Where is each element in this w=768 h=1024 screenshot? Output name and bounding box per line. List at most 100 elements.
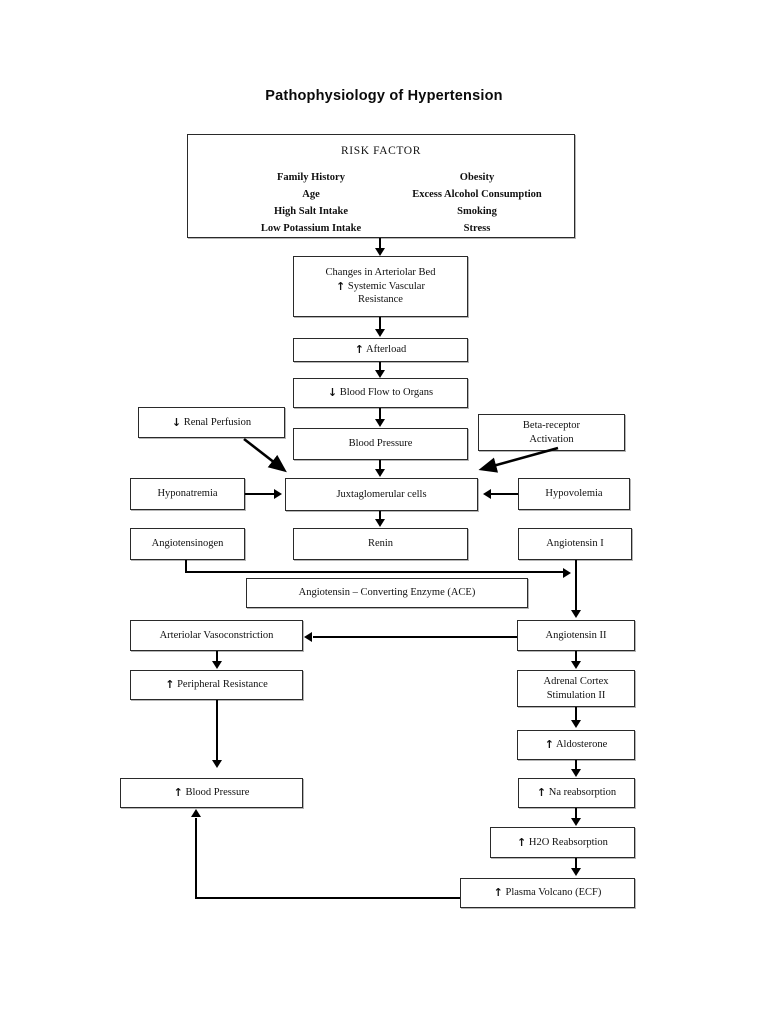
arrowhead-arteriolar-to-afterload xyxy=(375,329,385,337)
risk-factor-right-column: Obesity Excess Alcohol Consumption Smoki… xyxy=(390,169,564,237)
node-angiotensin-ii: Angiotensin II xyxy=(517,620,635,651)
arrowhead-angiotensin-i-to-ii xyxy=(571,610,581,618)
arrowhead-adrenal-to-aldosterone xyxy=(571,720,581,728)
risk-item: Age xyxy=(302,189,320,201)
node-blood-pressure-bottom: ↑ Blood Pressure xyxy=(120,778,303,808)
node-hyponatremia: Hyponatremia xyxy=(130,478,245,510)
connector-angiotensinogen-drop xyxy=(185,560,187,573)
node-aldosterone: ↑ Aldosterone xyxy=(517,730,635,760)
arrowhead-hypovolemia xyxy=(483,489,491,499)
node-blood-pressure-mid: Blood Pressure xyxy=(293,428,468,460)
risk-factor-left-column: Family History Age High Salt Intake Low … xyxy=(232,169,390,237)
connector-beta-to-juxtaglomerular xyxy=(478,446,559,473)
connector-adrenal-to-aldosterone xyxy=(575,707,577,721)
adrenal-cortex-line2: Stimulation II xyxy=(546,689,606,701)
node-h2o-reabsorption: ↑ H2O Reabsorption xyxy=(490,827,635,858)
ace-label: Angiotensin – Converting Enzyme (ACE) xyxy=(298,587,476,599)
up-arrow-icon: ↑ xyxy=(536,786,547,800)
connector-arteriolar-to-afterload xyxy=(379,317,381,330)
risk-item: Excess Alcohol Consumption xyxy=(412,189,542,201)
connector-hypovolemia-to-juxtaglomerular xyxy=(490,493,518,495)
connector-peripheral-to-bp xyxy=(216,700,218,762)
arteriolar-vasoconstriction-label: Arteriolar Vasoconstriction xyxy=(159,629,274,641)
connector-hyponatremia-to-juxtaglomerular xyxy=(245,493,275,495)
angiotensin-i-label: Angiotensin I xyxy=(546,538,604,550)
node-ace: Angiotensin – Converting Enzyme (ACE) xyxy=(246,578,528,608)
up-arrow-icon: ↑ xyxy=(493,886,503,900)
beta-receptor-line1: Beta-receptor xyxy=(522,420,581,432)
up-arrow-icon: ↑ xyxy=(173,786,183,800)
arteriolar-bed-line2: Systemic Vascular xyxy=(347,280,425,292)
beta-receptor-line2: Activation xyxy=(529,433,574,445)
juxtaglomerular-label: Juxtaglomerular cells xyxy=(336,488,427,500)
arrowhead-feedback-to-bp xyxy=(191,809,201,817)
arrowhead-risk-to-arteriolar xyxy=(375,248,385,256)
risk-factor-heading: RISK FACTOR xyxy=(341,145,421,157)
risk-item: Smoking xyxy=(457,206,497,218)
risk-item: Stress xyxy=(463,223,491,235)
peripheral-resistance-label: Peripheral Resistance xyxy=(177,679,268,691)
h2o-reabsorption-label: H2O Reabsorption xyxy=(528,836,608,848)
connector-angiotensinogen-horizontal xyxy=(185,571,566,573)
node-renal-perfusion: ↓ Renal Perfusion xyxy=(138,407,285,438)
up-arrow-icon: ↑ xyxy=(517,835,527,849)
connector-renal-to-juxtaglomerular xyxy=(243,437,287,473)
arrowhead-hyponatremia xyxy=(274,489,282,499)
arrowhead-na-to-h2o xyxy=(571,818,581,826)
risk-item: High Salt Intake xyxy=(273,206,349,218)
arteriolar-bed-line3: Resistance xyxy=(358,294,403,306)
node-plasma-volcano-ecf: ↑ Plasma Volcano (ECF) xyxy=(460,878,635,908)
node-adrenal-cortex-stimulation: Adrenal Cortex Stimulation II xyxy=(517,670,635,707)
up-arrow-icon: ↑ xyxy=(336,279,346,293)
arrowhead-angiotensinogen-horizontal xyxy=(563,568,571,578)
arrowhead-h2o-to-plasma xyxy=(571,868,581,876)
arrowhead-angiotensinii-to-vasoconstriction xyxy=(304,632,312,642)
node-peripheral-resistance: ↑ Peripheral Resistance xyxy=(130,670,303,700)
plasma-volcano-label: Plasma Volcano (ECF) xyxy=(505,887,602,899)
down-arrow-icon: ↓ xyxy=(327,386,338,400)
blood-pressure-bottom-label: Blood Pressure xyxy=(185,787,250,799)
connector-angiotensinii-to-adrenal xyxy=(575,651,577,663)
aldosterone-label: Aldosterone xyxy=(555,739,608,751)
angiotensin-ii-label: Angiotensin II xyxy=(545,629,607,641)
connector-feedback-vertical xyxy=(195,818,197,898)
renin-label: Renin xyxy=(367,538,394,550)
arrowhead-bloodflow-to-bp xyxy=(375,419,385,427)
connector-angiotensinii-to-vasoconstriction xyxy=(313,636,517,638)
up-arrow-icon: ↑ xyxy=(354,343,364,357)
connector-bloodflow-to-bp xyxy=(379,408,381,420)
node-na-reabsorption: ↑ Na reabsorption xyxy=(518,778,635,808)
arrowhead-afterload-to-bloodflow xyxy=(375,370,385,378)
hypovolemia-label: Hypovolemia xyxy=(545,488,603,500)
node-arteriolar-vasoconstriction: Arteriolar Vasoconstriction xyxy=(130,620,303,651)
connector-afterload-to-bloodflow xyxy=(379,362,381,372)
node-hypovolemia: Hypovolemia xyxy=(518,478,630,510)
na-reabsorption-label: Na reabsorption xyxy=(548,787,617,799)
risk-item: Obesity xyxy=(459,172,495,183)
connector-risk-to-arteriolar xyxy=(379,238,381,250)
arteriolar-bed-line1: Changes in Arteriolar Bed xyxy=(325,267,436,279)
page-title: Pathophysiology of Hypertension xyxy=(265,88,503,104)
connector-feedback-horizontal xyxy=(195,897,460,899)
up-arrow-icon: ↑ xyxy=(165,678,175,692)
node-afterload: ↑ Afterload xyxy=(293,338,468,362)
connector-juxtaglomerular-to-renin xyxy=(379,511,381,521)
node-juxtaglomerular-cells: Juxtaglomerular cells xyxy=(285,478,478,511)
arrowhead-angiotensinii-to-adrenal xyxy=(571,661,581,669)
arrowhead-bp-to-juxtaglomerular xyxy=(375,469,385,477)
renal-perfusion-label: Renal Perfusion xyxy=(183,416,252,428)
node-angiotensinogen: Angiotensinogen xyxy=(130,528,245,560)
node-blood-flow-to-organs: ↓ Blood Flow to Organs xyxy=(293,378,468,408)
arrowhead-peripheral-to-bp xyxy=(212,760,222,768)
angiotensinogen-label: Angiotensinogen xyxy=(151,538,224,550)
afterload-label: Afterload xyxy=(366,344,407,356)
risk-factor-panel: RISK FACTOR Family History Age High Salt… xyxy=(187,134,575,238)
risk-item: Low Potassium Intake xyxy=(260,223,362,235)
arrowhead-vaso-to-peripheral xyxy=(212,661,222,669)
arrowhead-juxtaglomerular-to-renin xyxy=(375,519,385,527)
adrenal-cortex-line1: Adrenal Cortex xyxy=(543,676,609,688)
connector-vaso-to-peripheral xyxy=(216,651,218,663)
down-arrow-icon: ↓ xyxy=(171,415,182,429)
arrowhead-aldosterone-to-na xyxy=(571,769,581,777)
